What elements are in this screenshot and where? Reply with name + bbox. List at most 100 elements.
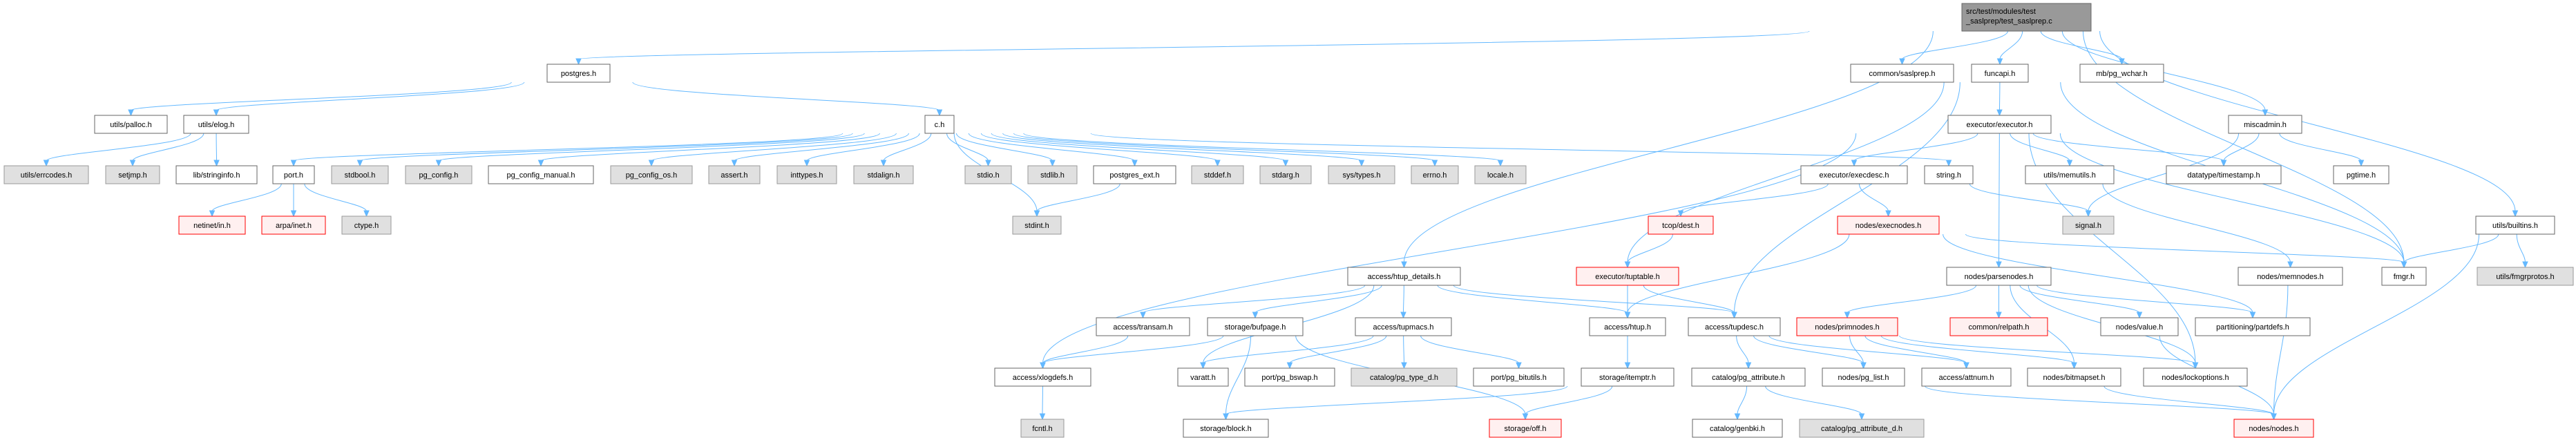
graph-node-postgresext[interactable]: postgres_ext.h — [1093, 165, 1176, 184]
graph-node-stdlib[interactable]: stdlib.h — [1027, 165, 1078, 184]
arrowhead-icon — [1049, 160, 1056, 167]
edge-execdesc-to-execnodes — [1858, 183, 1889, 212]
edge-memutils-to-memnodes — [2102, 183, 2291, 263]
edge-primnodes-to-bitmapset — [1880, 335, 2074, 364]
node-label: locale.h — [1487, 171, 1514, 180]
graph-node-stdbool[interactable]: stdbool.h — [331, 165, 389, 184]
graph-node-tuptable[interactable]: executor/tuptable.h — [1576, 267, 1679, 286]
graph-node-miscadmin[interactable]: miscadmin.h — [2228, 115, 2302, 134]
graph-node-pgwchar[interactable]: mb/pg_wchar.h — [2079, 64, 2164, 83]
node-label: port/pg_bitutils.h — [1491, 374, 1547, 382]
graph-node-htup[interactable]: access/htup.h — [1589, 317, 1666, 336]
graph-node-assert[interactable]: assert.h — [708, 165, 761, 184]
graph-node-pgattribute[interactable]: catalog/pg_attribute.h — [1691, 367, 1806, 387]
graph-node-partdefs[interactable]: partitioning/partdefs.h — [2195, 317, 2311, 336]
graph-node-pgconfigmanual[interactable]: pg_config_manual.h — [488, 165, 594, 184]
graph-node-pglist[interactable]: nodes/pg_list.h — [1822, 367, 1905, 387]
node-box — [2228, 115, 2302, 134]
graph-node-funcapi[interactable]: funcapi.h — [1971, 64, 2029, 83]
graph-node-stddef[interactable]: stddef.h — [1191, 165, 1244, 184]
graph-node-memnodes[interactable]: nodes/memnodes.h — [2238, 267, 2343, 286]
graph-node-pgtime[interactable]: pgtime.h — [2333, 165, 2389, 184]
graph-node-lockoptions[interactable]: nodes/lockoptions.h — [2143, 367, 2248, 387]
node-label: stddef.h — [1204, 171, 1231, 180]
graph-node-bitmapset[interactable]: nodes/bitmapset.h — [2027, 367, 2121, 387]
graph-node-pgbitutils[interactable]: port/pg_bitutils.h — [1473, 367, 1565, 387]
graph-node-port[interactable]: port.h — [272, 165, 315, 184]
node-label: port.h — [284, 171, 303, 180]
graph-node-tcopdest[interactable]: tcop/dest.h — [1648, 216, 1714, 235]
graph-node-inttypes[interactable]: inttypes.h — [776, 165, 837, 184]
graph-node-systypes[interactable]: sys/types.h — [1328, 165, 1395, 184]
graph-node-htupdetails[interactable]: access/htup_details.h — [1347, 267, 1461, 286]
graph-node-itemptr[interactable]: storage/itemptr.h — [1581, 367, 1675, 387]
node-label: nodes/primnodes.h — [1815, 323, 1880, 332]
node-box — [1020, 419, 1065, 438]
graph-node-root[interactable]: src/test/modules/test_saslprep/test_sasl… — [1961, 3, 2092, 32]
graph-node-off[interactable]: storage/off.h — [1489, 419, 1562, 438]
graph-node-builtins[interactable]: utils/builtins.h — [2475, 216, 2555, 235]
graph-node-transam[interactable]: access/transam.h — [1096, 317, 1190, 336]
node-label: setjmp.h — [118, 171, 147, 180]
graph-node-stringinfo[interactable]: lib/stringinfo.h — [175, 165, 258, 184]
node-label: _saslprep/test_saslprep.c — [1965, 17, 2052, 26]
graph-node-errno[interactable]: errno.h — [1411, 165, 1459, 184]
graph-node-timestamp[interactable]: datatype/timestamp.h — [2166, 165, 2282, 184]
graph-node-stdio[interactable]: stdio.h — [964, 165, 1012, 184]
arrowhead-icon — [2066, 160, 2073, 167]
graph-node-bufpage[interactable]: storage/bufpage.h — [1207, 317, 1304, 336]
graph-node-fcntl[interactable]: fcntl.h — [1020, 419, 1065, 438]
graph-node-elog[interactable]: utils/elog.h — [183, 115, 249, 134]
arrowhead-icon — [1497, 160, 1504, 167]
graph-node-setjmp[interactable]: setjmp.h — [105, 165, 160, 184]
graph-node-c[interactable]: c.h — [924, 115, 955, 134]
graph-node-pgattributed[interactable]: catalog/pg_attribute_d.h — [1799, 419, 1925, 438]
graph-node-locale[interactable]: locale.h — [1474, 165, 1527, 184]
graph-node-value[interactable]: nodes/value.h — [2100, 317, 2179, 336]
arrowhead-icon — [1401, 362, 1407, 370]
graph-node-block[interactable]: storage/block.h — [1183, 419, 1269, 438]
graph-node-primnodes[interactable]: nodes/primnodes.h — [1796, 317, 1898, 336]
graph-node-attnum[interactable]: access/attnum.h — [1921, 367, 2012, 387]
graph-node-stdalign[interactable]: stdalign.h — [853, 165, 914, 184]
graph-node-fmgr[interactable]: fmgr.h — [2381, 267, 2427, 286]
node-box — [1850, 64, 1954, 83]
node-box — [776, 165, 837, 184]
graph-node-signal[interactable]: signal.h — [2062, 216, 2115, 235]
node-label: executor/execdesc.h — [1820, 171, 1889, 180]
node-box — [1244, 367, 1335, 387]
graph-node-pgconfig[interactable]: pg_config.h — [405, 165, 473, 184]
graph-node-tupdesc[interactable]: access/tupdesc.h — [1688, 317, 1781, 336]
graph-node-execdesc[interactable]: executor/execdesc.h — [1800, 165, 1908, 184]
graph-node-parsenodes[interactable]: nodes/parsenodes.h — [1946, 267, 2052, 286]
graph-node-xlogdefs[interactable]: access/xlogdefs.h — [994, 367, 1091, 387]
graph-node-relpath[interactable]: common/relpath.h — [1949, 317, 2048, 336]
edge-primnodes-to-lockoptions — [1899, 335, 2196, 364]
node-label: nodes/lockoptions.h — [2162, 374, 2229, 382]
graph-node-genbki[interactable]: catalog/genbki.h — [1692, 419, 1783, 438]
graph-node-memutils[interactable]: utils/memutils.h — [2025, 165, 2115, 184]
graph-node-fmgrprotos[interactable]: utils/fmgrprotos.h — [2477, 267, 2574, 286]
node-box — [2100, 317, 2179, 336]
graph-node-ctype[interactable]: ctype.h — [341, 216, 392, 235]
graph-node-pgbswap[interactable]: port/pg_bswap.h — [1244, 367, 1335, 387]
graph-node-tupmacs[interactable]: access/tupmacs.h — [1355, 317, 1452, 336]
graph-node-stdarg[interactable]: stdarg.h — [1259, 165, 1312, 184]
graph-node-saslprep[interactable]: common/saslprep.h — [1850, 64, 1954, 83]
graph-node-arpainet[interactable]: arpa/inet.h — [261, 216, 326, 235]
graph-node-nodes[interactable]: nodes/nodes.h — [2233, 419, 2314, 438]
graph-node-pgtyped[interactable]: catalog/pg_type_d.h — [1351, 367, 1458, 387]
graph-node-stdint[interactable]: stdint.h — [1012, 216, 1062, 235]
graph-node-netinet[interactable]: netinet/in.h — [178, 216, 246, 235]
node-box — [1946, 267, 2052, 286]
graph-node-pgconfigos[interactable]: pg_config_os.h — [610, 165, 693, 184]
graph-node-string[interactable]: string.h — [1924, 165, 1974, 184]
graph-node-errcodes[interactable]: utils/errcodes.h — [3, 165, 89, 184]
graph-node-palloc[interactable]: utils/palloc.h — [94, 115, 168, 134]
graph-node-execnodes[interactable]: nodes/execnodes.h — [1837, 216, 1940, 235]
graph-node-postgres[interactable]: postgres.h — [546, 64, 611, 83]
arrowhead-icon — [1996, 58, 2003, 66]
arrowhead-icon — [880, 160, 887, 167]
graph-node-varatt[interactable]: varatt.h — [1177, 367, 1229, 387]
graph-node-executor[interactable]: executor/executor.h — [1947, 115, 2052, 134]
